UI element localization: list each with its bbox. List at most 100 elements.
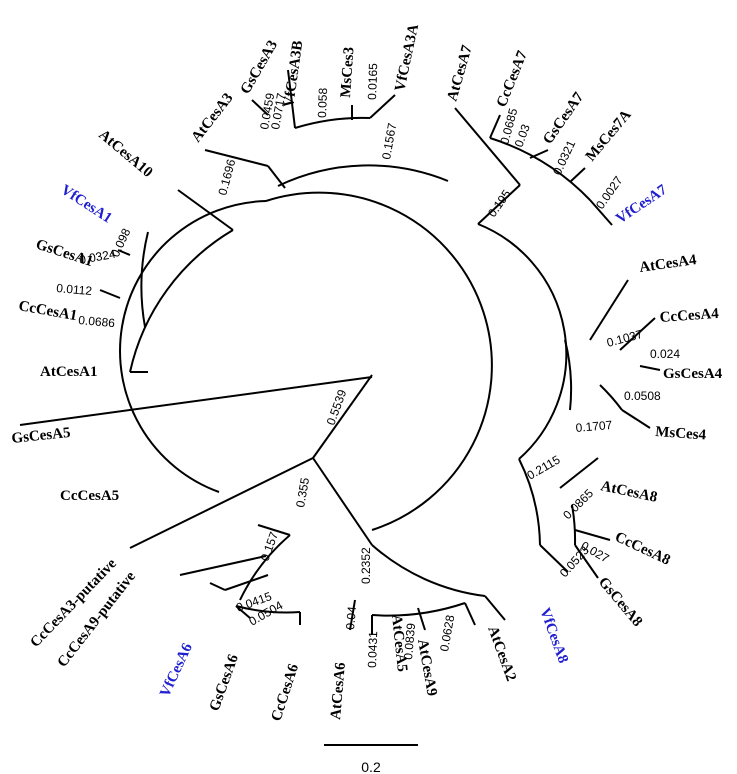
branch-atcesa8 bbox=[559, 457, 599, 489]
leaf-label: AtCesA8 bbox=[599, 478, 659, 506]
branch-vfcesa8 bbox=[539, 544, 569, 573]
tree-branches bbox=[19, 69, 661, 635]
leaf-label: AtCesA10 bbox=[95, 127, 155, 181]
branch-length-label: 0.355 bbox=[293, 476, 312, 508]
leaf-label: GsCesA8 bbox=[595, 574, 645, 630]
arc-cesa1-outer bbox=[129, 229, 234, 373]
leaf-labels: VfCesA3B MsCes3 VfCesA3A GsCesA3 AtCesA3… bbox=[11, 23, 723, 724]
branch-length-label: 0.0628 bbox=[437, 614, 457, 653]
branch-length-label: 0.1696 bbox=[215, 157, 238, 196]
branch-cccesa5 bbox=[129, 457, 314, 549]
branch-gscesa6 bbox=[235, 605, 251, 619]
branch-cccesa9-putative bbox=[179, 555, 267, 576]
branch-length-label: 0.1707 bbox=[575, 418, 613, 435]
arc-at-cesa-lower bbox=[371, 544, 486, 597]
branch-length-label: 0.2352 bbox=[359, 547, 373, 584]
branch-length-label: 0.058 bbox=[315, 87, 330, 118]
branch-gscesa3 bbox=[251, 99, 269, 116]
branch-length-label: 0.0165 bbox=[365, 63, 380, 100]
leaf-label: CcCesA4 bbox=[659, 306, 720, 326]
leaf-label: AtCesA4 bbox=[638, 252, 698, 276]
branch-length-label: 0.0431 bbox=[365, 631, 380, 668]
branch-length-label: 0.0324 bbox=[78, 247, 117, 267]
leaf-label: GsCesA4 bbox=[663, 366, 723, 382]
leaf-label: AtCesA2 bbox=[484, 624, 519, 684]
root-arc-main bbox=[265, 191, 493, 531]
arc-cesa6 bbox=[235, 605, 301, 614]
arc-cesa4 bbox=[564, 339, 573, 411]
branch-atcesa9 bbox=[417, 607, 426, 631]
leaf-label: MsCes7A bbox=[583, 107, 635, 165]
scale-bar: 0.2 bbox=[324, 744, 418, 774]
leaf-label: GsCesA6 bbox=[207, 652, 242, 714]
leaf-label: MsCes4 bbox=[655, 424, 707, 444]
branch-gscesa4 bbox=[639, 365, 661, 371]
branch-length-label: 0.5539 bbox=[324, 387, 350, 427]
leaf-label: VfCesA8 bbox=[536, 606, 571, 666]
arc-cesa3-clade bbox=[277, 164, 449, 187]
branch-length-label: 0.2115 bbox=[525, 452, 563, 482]
branch-length-label: 0.0459 bbox=[257, 92, 277, 131]
branch-atcesa4 bbox=[589, 279, 629, 341]
branch-mscesa4 bbox=[621, 409, 651, 429]
leaf-label: AtCesA9 bbox=[414, 638, 440, 697]
branch-atcesa3 bbox=[204, 149, 269, 167]
branch-gscesa1 bbox=[117, 249, 131, 256]
arc-cesa7 bbox=[489, 137, 591, 201]
branch-length-label: 0.0839 bbox=[401, 622, 418, 660]
arc-cesa8-inner bbox=[571, 504, 577, 546]
branch-length-label: 0.024 bbox=[650, 347, 680, 361]
branch-vfcesa7 bbox=[589, 199, 613, 226]
branch-atcesa2 bbox=[484, 595, 506, 621]
branch-length-label: 0.04 bbox=[343, 605, 359, 630]
leaf-label: GsCesA5 bbox=[11, 425, 72, 447]
branch-length-label: 0.0717 bbox=[268, 92, 288, 131]
leaf-label: VfCesA3A bbox=[392, 23, 422, 93]
arc-cesa4-inner bbox=[599, 384, 623, 411]
root-arc-right bbox=[477, 223, 568, 460]
leaf-label: AtCesA5 bbox=[388, 614, 410, 673]
leaf-label: CcCesA1 bbox=[17, 298, 78, 324]
branch-vfcesa6 bbox=[209, 582, 226, 591]
branch-gscesa7 bbox=[529, 149, 549, 159]
leaf-label: AtCesA7 bbox=[444, 43, 475, 103]
arc-cesa1-inner bbox=[140, 231, 149, 328]
branch-to-lower bbox=[312, 457, 373, 546]
branch-cesa7-stem bbox=[477, 184, 521, 225]
branch-cccesa3-putative bbox=[257, 524, 291, 536]
leaf-label: GsCesA3 bbox=[238, 38, 281, 97]
branch-vfcesa3b bbox=[287, 69, 296, 129]
leaf-label: CcCesA6 bbox=[269, 662, 303, 724]
branch-atcesa7 bbox=[454, 107, 521, 186]
branch-length-label: 0.0112 bbox=[56, 281, 93, 298]
branch-cccesa4 bbox=[619, 317, 656, 351]
leaf-label: CcCesA8 bbox=[612, 529, 672, 569]
branch-cesa3-stem bbox=[267, 165, 286, 189]
leaf-label: AtCesA3 bbox=[189, 90, 237, 145]
branch-length-label: 0.0686 bbox=[78, 313, 116, 330]
branch-gscesa5 bbox=[19, 376, 373, 426]
branch-cccesa8 bbox=[574, 529, 611, 541]
branch-cesa6-stem bbox=[224, 574, 269, 591]
leaf-label: MsCes3 bbox=[338, 46, 358, 98]
root-arc-left bbox=[119, 200, 267, 493]
branch-atcesa2-inner bbox=[464, 602, 476, 626]
branch-basal bbox=[312, 374, 373, 459]
branch-cccesa7 bbox=[489, 114, 501, 139]
branch-gscesa8 bbox=[574, 544, 599, 579]
leaf-label: CcCesA7 bbox=[494, 48, 531, 109]
branch-length-label: 0.0508 bbox=[624, 389, 661, 403]
branch-vfcesa3a bbox=[369, 94, 396, 119]
leaf-label: VfCesA6 bbox=[157, 640, 196, 699]
leaf-label: VfCesA7 bbox=[613, 182, 670, 228]
branch-length-label: 0.0027 bbox=[593, 173, 626, 211]
arc-lower-left bbox=[239, 534, 291, 601]
branch-mscesa7 bbox=[569, 167, 586, 183]
branch-cccesa1 bbox=[99, 289, 121, 299]
leaf-label: VfCesA1 bbox=[58, 182, 115, 227]
scale-bar-label: 0.2 bbox=[361, 759, 381, 774]
leaf-label: AtCesA6 bbox=[328, 661, 349, 720]
leaf-label: AtCesA1 bbox=[40, 364, 98, 380]
